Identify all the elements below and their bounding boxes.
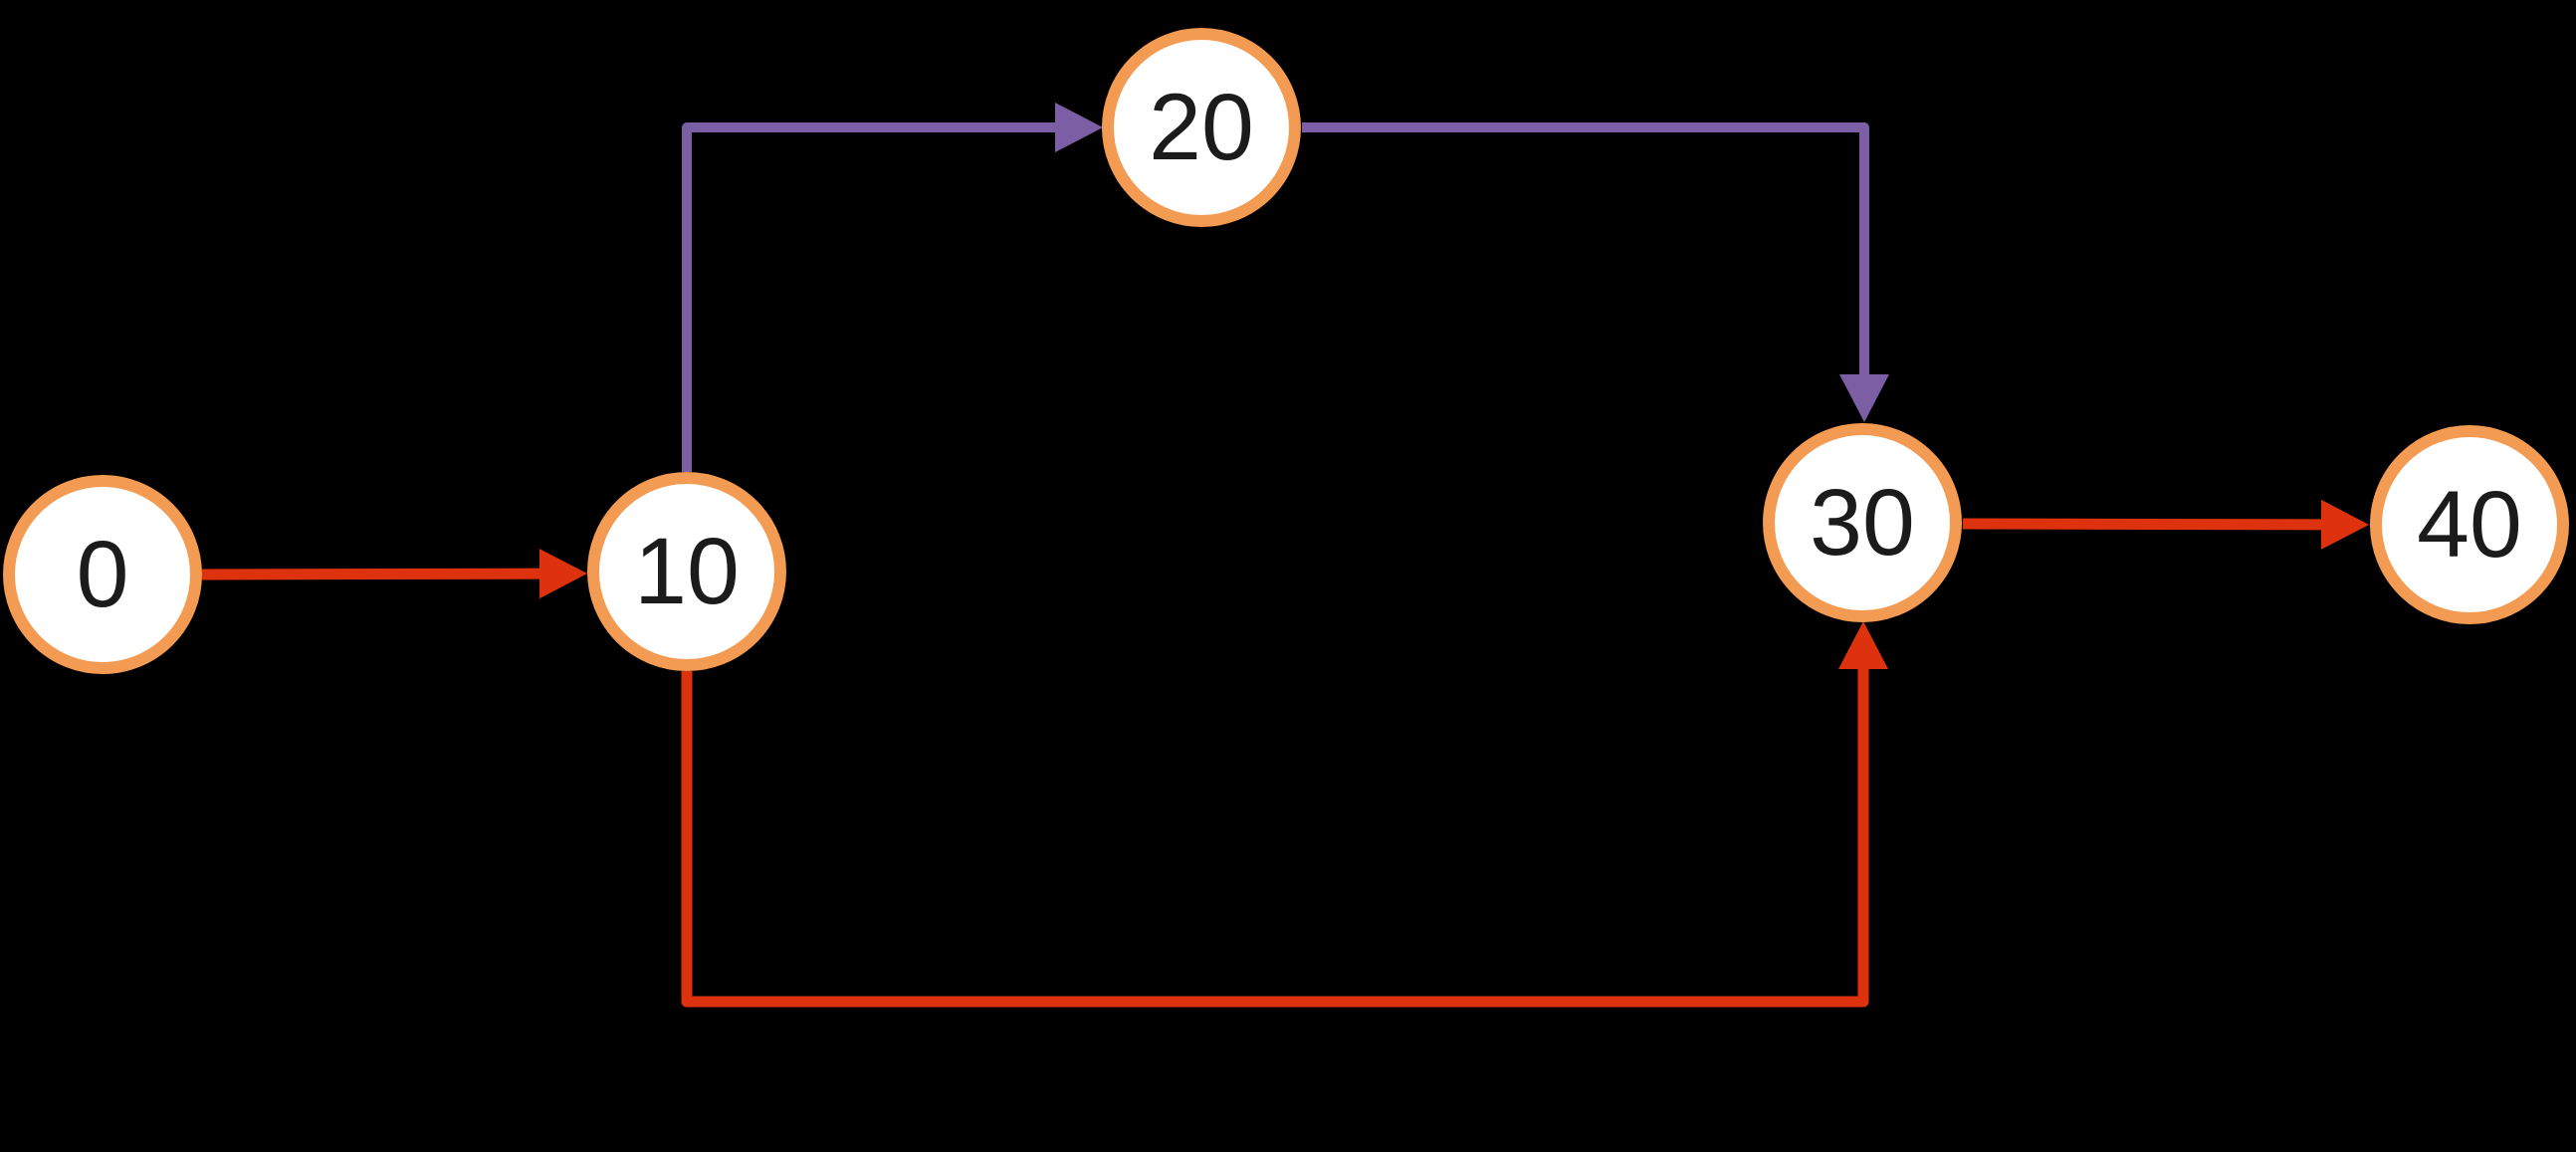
edge-10-30: [681, 667, 1869, 1008]
node-0-label: 0: [77, 522, 129, 627]
graph-node-20: 20: [1102, 28, 1301, 227]
edge-10-30-arrowhead-icon: [1838, 621, 1888, 669]
edge-0-10: [201, 568, 542, 580]
node-30-circle: [1763, 423, 1962, 622]
edge-30-40: [1962, 518, 2324, 531]
graph-node-30: 30: [1763, 423, 1962, 622]
graph-node-10: 10: [587, 472, 786, 671]
node-20-circle: [1102, 28, 1301, 227]
edge-20-30-arrowhead-icon: [1839, 374, 1889, 422]
edge-0-10-arrowhead-icon: [538, 549, 587, 599]
edge-10-20: [682, 122, 1057, 472]
edge-20-30: [1302, 122, 1869, 376]
node-10-circle: [587, 472, 786, 671]
node-10-label: 10: [634, 519, 740, 624]
edge-30-40-arrowhead-icon: [2320, 499, 2369, 550]
node-30-label: 30: [1810, 470, 1915, 576]
graph-node-40: 40: [2370, 425, 2569, 624]
edge-10-20-arrowhead-icon: [1055, 103, 1103, 152]
graph-node-0: 0: [3, 475, 202, 674]
node-40-label: 40: [2417, 472, 2522, 577]
node-0-circle: [3, 475, 202, 674]
node-40-circle: [2370, 425, 2569, 624]
node-20-label: 20: [1149, 75, 1254, 180]
